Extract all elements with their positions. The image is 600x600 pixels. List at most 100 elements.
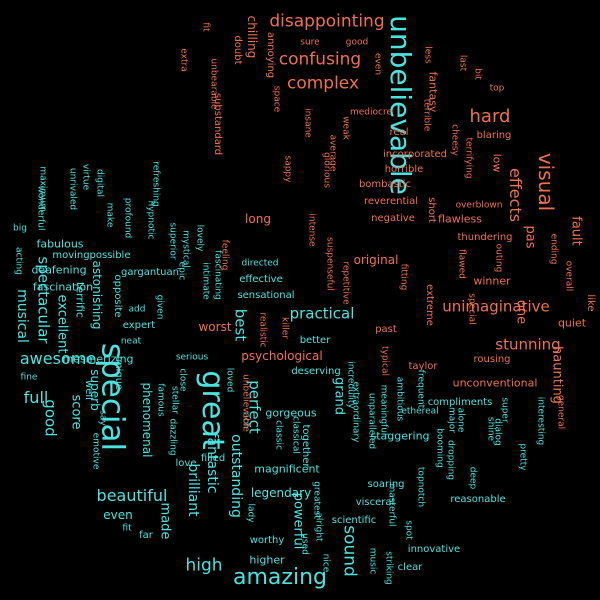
word-negative: overblown bbox=[455, 200, 503, 211]
word-positive: higher bbox=[249, 553, 285, 567]
word-negative: realistic bbox=[257, 312, 268, 348]
word-negative: quiet bbox=[557, 316, 587, 330]
word-positive: fabulous bbox=[36, 237, 84, 251]
word-negative: bombastic bbox=[358, 179, 412, 190]
word-positive: classical bbox=[290, 416, 301, 454]
word-negative: blaring bbox=[476, 130, 512, 141]
word-positive: profound bbox=[122, 197, 133, 239]
word-negative: space bbox=[271, 85, 282, 113]
word-positive: directed bbox=[241, 258, 279, 269]
word-negative: pas bbox=[522, 225, 538, 249]
word-positive: made bbox=[157, 502, 173, 540]
word-positive: emotive bbox=[90, 432, 101, 470]
word-positive: beautiful bbox=[96, 486, 168, 505]
word-negative: long bbox=[245, 212, 271, 226]
word-negative: sure bbox=[300, 37, 320, 48]
word-negative: unbelievable bbox=[240, 374, 251, 432]
word-positive: moving bbox=[52, 250, 90, 261]
word-negative: general bbox=[555, 394, 566, 430]
word-negative: killer bbox=[279, 317, 290, 339]
word-negative: original bbox=[353, 253, 399, 267]
word-positive: deserving bbox=[291, 366, 341, 377]
word-positive: famous bbox=[155, 383, 166, 417]
word-positive: add bbox=[128, 304, 146, 315]
word-positive: fit bbox=[122, 523, 132, 534]
word-positive: filled bbox=[200, 453, 226, 464]
word-positive: brilliant bbox=[185, 463, 201, 517]
word-negative: intense bbox=[306, 213, 317, 247]
word-negative: incorporated bbox=[383, 149, 447, 160]
word-positive: phenomenal bbox=[140, 382, 154, 458]
word-positive: intimate bbox=[200, 262, 211, 300]
word-positive: serious bbox=[175, 352, 209, 363]
word-negative: like bbox=[585, 294, 596, 312]
word-positive: even bbox=[103, 508, 133, 522]
word-negative: one bbox=[513, 299, 529, 325]
word-positive: visceral bbox=[355, 497, 395, 508]
word-positive: well bbox=[83, 380, 94, 400]
word-negative: low bbox=[490, 153, 504, 173]
word-positive: extraordinary bbox=[350, 381, 361, 443]
word-negative: annoying bbox=[265, 31, 276, 79]
word-positive: high bbox=[185, 555, 223, 576]
word-negative: last bbox=[457, 54, 468, 72]
word-negative: reverential bbox=[363, 196, 419, 207]
word-positive: classic bbox=[273, 420, 284, 450]
word-negative: ending bbox=[548, 233, 559, 265]
word-negative: feeling bbox=[219, 239, 230, 271]
word-positive: booming bbox=[434, 428, 445, 468]
word-negative: suspenseful bbox=[324, 237, 335, 291]
word-positive: effective bbox=[239, 274, 283, 285]
word-positive: make bbox=[104, 202, 115, 228]
word-positive: astonishing bbox=[90, 260, 104, 330]
word-positive: music bbox=[367, 547, 378, 575]
word-negative: disappointing bbox=[269, 11, 385, 32]
word-negative: extreme bbox=[424, 284, 435, 326]
word-negative: effects bbox=[506, 167, 525, 223]
word-positive: dazzling bbox=[167, 418, 178, 456]
word-positive: expert bbox=[122, 320, 156, 331]
word-positive: awesome bbox=[19, 349, 97, 368]
word-negative: outing bbox=[493, 243, 504, 273]
word-negative: special bbox=[466, 293, 477, 325]
word-positive: together bbox=[300, 424, 311, 468]
word-negative: worst bbox=[198, 320, 232, 334]
word-negative: less bbox=[422, 46, 433, 64]
word-negative: psychological bbox=[241, 349, 323, 363]
word-positive: meaningful bbox=[378, 384, 389, 436]
word-positive: hypnotic bbox=[145, 200, 156, 240]
word-negative: fault bbox=[568, 216, 584, 246]
word-positive: pretty bbox=[517, 443, 528, 471]
word-negative: confusing bbox=[278, 49, 362, 70]
word-positive: compliments bbox=[427, 397, 493, 408]
word-positive: deep bbox=[467, 466, 478, 490]
word-positive: striking bbox=[383, 551, 394, 585]
word-positive: given bbox=[154, 294, 165, 320]
word-negative: bit bbox=[472, 68, 483, 80]
word-positive: love bbox=[175, 458, 197, 469]
word-positive: acting bbox=[13, 247, 24, 275]
word-positive: score bbox=[68, 394, 84, 430]
word-positive: magnificent bbox=[254, 462, 320, 476]
word-positive: sensational bbox=[237, 290, 295, 301]
word-positive: unique bbox=[113, 355, 124, 391]
word-positive: superior bbox=[167, 222, 178, 260]
word-negative: negative bbox=[371, 213, 415, 224]
word-positive: topnotch bbox=[415, 466, 426, 508]
word-positive: maximum bbox=[37, 166, 48, 212]
word-positive: unrivaled bbox=[67, 167, 78, 211]
word-negative: even bbox=[372, 52, 383, 76]
word-positive: masterful bbox=[386, 483, 397, 527]
word-negative: terrible bbox=[421, 98, 432, 132]
word-negative: typical bbox=[379, 345, 390, 377]
word-negative: insane bbox=[302, 108, 313, 138]
word-positive: used bbox=[299, 533, 310, 555]
word-positive: sound bbox=[339, 525, 360, 577]
word-positive: say bbox=[97, 410, 108, 426]
word-positive: worthy bbox=[249, 535, 285, 546]
word-positive: lovely bbox=[194, 224, 205, 252]
word-negative: glorious bbox=[321, 152, 332, 188]
word-positive: loved bbox=[224, 367, 235, 393]
word-negative: unimaginative bbox=[442, 297, 550, 316]
word-positive: deafening bbox=[31, 263, 87, 277]
